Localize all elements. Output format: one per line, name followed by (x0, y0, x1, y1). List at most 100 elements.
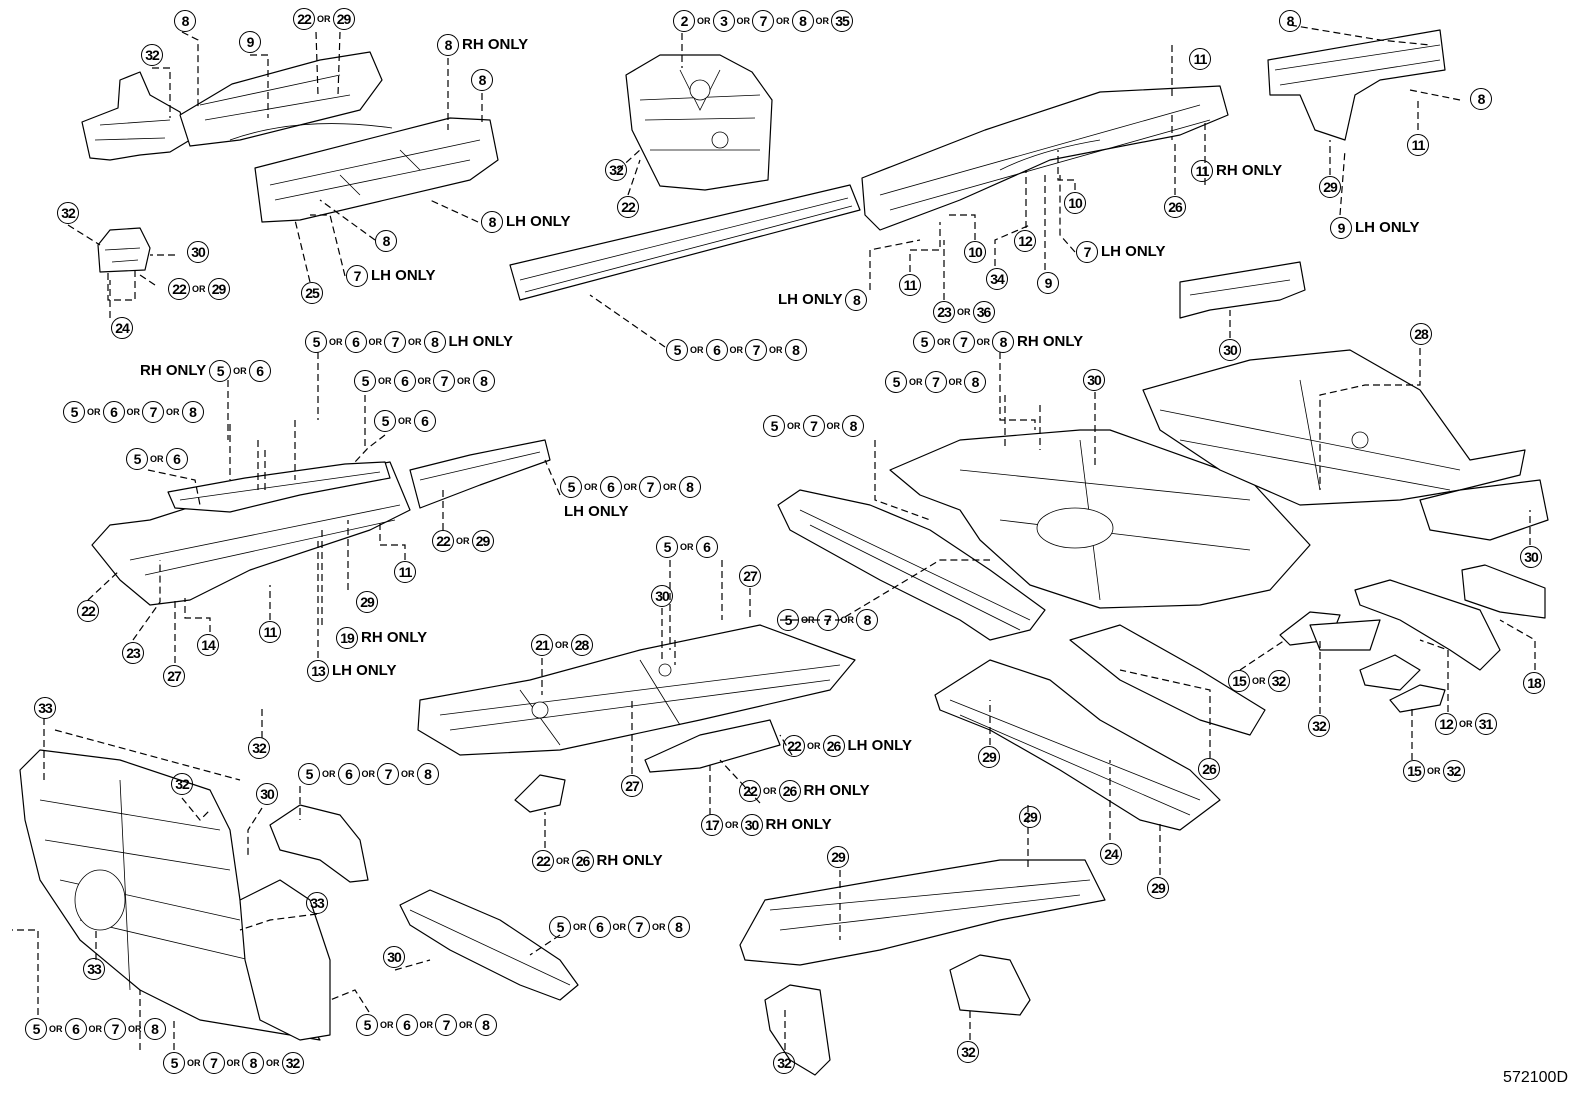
part-number-circle: 5 (63, 401, 85, 423)
part-number-circle: 32 (957, 1041, 979, 1063)
part-number-circle: 28 (1410, 323, 1432, 345)
part-number-circle: 22 (783, 735, 805, 757)
callout: 11 (393, 561, 417, 583)
part-number-circle: 32 (1308, 715, 1330, 737)
callout: 30 (1519, 546, 1543, 568)
part-number-circle: 5 (126, 448, 148, 470)
part-number-circle: 7 (433, 370, 455, 392)
part-number-circle: 6 (393, 370, 416, 392)
callout: 34 (985, 268, 1009, 290)
callout: 23 (121, 642, 145, 664)
part-number-circle: 5 (913, 331, 935, 353)
rear-floor-pan (1142, 349, 1526, 506)
or-separator: OR (584, 482, 598, 492)
or-separator: OR (417, 376, 432, 386)
or-separator: OR (815, 16, 830, 26)
part-number-circle: 11 (394, 561, 416, 583)
callout: 8 (173, 10, 197, 32)
part-number-circle: 29 (471, 530, 494, 552)
part-number-circle: 6 (705, 339, 728, 361)
callout: 10 (1063, 192, 1087, 214)
part-number-circle: 26 (1164, 196, 1186, 218)
part-number-circle: 31 (1474, 713, 1497, 735)
callout: 30 (650, 585, 674, 607)
part-number-circle: 32 (1267, 670, 1290, 692)
or-separator: OR (378, 376, 392, 386)
or-separator: OR (776, 16, 790, 26)
part-number-circle: 6 (248, 360, 271, 382)
callout: 11 (898, 274, 922, 296)
part-number-circle: 7 (202, 1052, 225, 1074)
part-number-circle: 32 (281, 1052, 304, 1074)
part-number-circle: 11 (259, 621, 281, 643)
part-number-circle: 5 (763, 415, 785, 437)
callout: 10 (963, 241, 987, 263)
or-separator: OR (840, 615, 855, 625)
part-number-circle: 29 (978, 746, 1000, 768)
part-number-circle: 5 (25, 1018, 47, 1040)
callout: 26 (1163, 196, 1187, 218)
part-number-circle: 8 (481, 211, 503, 233)
part-number-circle: 6 (337, 763, 360, 785)
callout: 33 (82, 958, 106, 980)
callout-suffix: RH ONLY (803, 782, 870, 799)
or-separator: OR (826, 421, 841, 431)
part-number-circle: 7 (924, 371, 947, 393)
callout: 29 (355, 591, 379, 613)
part-number-circle: 7 (435, 1014, 457, 1036)
part-number-circle: 5 (777, 609, 799, 631)
callout: LH ONLY (562, 501, 628, 523)
part-number-circle: 24 (1100, 843, 1122, 865)
front-apron-assembly (81, 51, 393, 161)
part-number-circle: 27 (163, 665, 185, 687)
callout: 9 (238, 31, 262, 53)
part-number-circle: 7 (377, 763, 399, 785)
part-number-circle: 15 (1228, 670, 1250, 692)
part-number-circle: 15 (1403, 760, 1425, 782)
part-number-circle: 33 (306, 892, 328, 914)
or-separator: OR (368, 337, 383, 347)
or-separator: OR (361, 769, 376, 779)
part-number-circle: 29 (1147, 877, 1169, 899)
part-number-circle: 29 (1019, 806, 1041, 828)
part-number-circle: 11 (1189, 48, 1211, 70)
or-separator: OR (233, 366, 247, 376)
callout: 11 (1406, 134, 1430, 156)
part-number-circle: 7 (745, 339, 767, 361)
or-separator: OR (763, 786, 777, 796)
part-number-circle: 30 (1520, 546, 1542, 568)
callout-suffix: LH ONLY (371, 267, 436, 284)
part-number-circle: 22 (739, 780, 761, 802)
callout: 11 (258, 621, 282, 643)
part-number-circle: 8 (375, 230, 397, 252)
or-separator: OR (1459, 719, 1473, 729)
callout: 24 (110, 317, 134, 339)
part-number-circle: 8 (842, 415, 864, 437)
part-number-circle: 29 (207, 278, 230, 300)
part-number-circle: 2 (673, 10, 695, 32)
part-number-circle: 22 (432, 530, 454, 552)
or-separator: OR (612, 922, 627, 932)
part-number-circle: 5 (656, 536, 678, 558)
part-number-circle: 6 (695, 536, 718, 558)
callout: 12 (1013, 230, 1037, 252)
part-number-circle: 7 (104, 1018, 126, 1040)
part-number-circle: 8 (678, 476, 701, 498)
or-separator: OR (456, 536, 470, 546)
or-separator: OR (729, 345, 744, 355)
callout: 27 (620, 775, 644, 797)
front-floor-side (91, 461, 411, 606)
part-number-circle: 5 (374, 410, 396, 432)
part-number-circle: 12 (1014, 230, 1036, 252)
